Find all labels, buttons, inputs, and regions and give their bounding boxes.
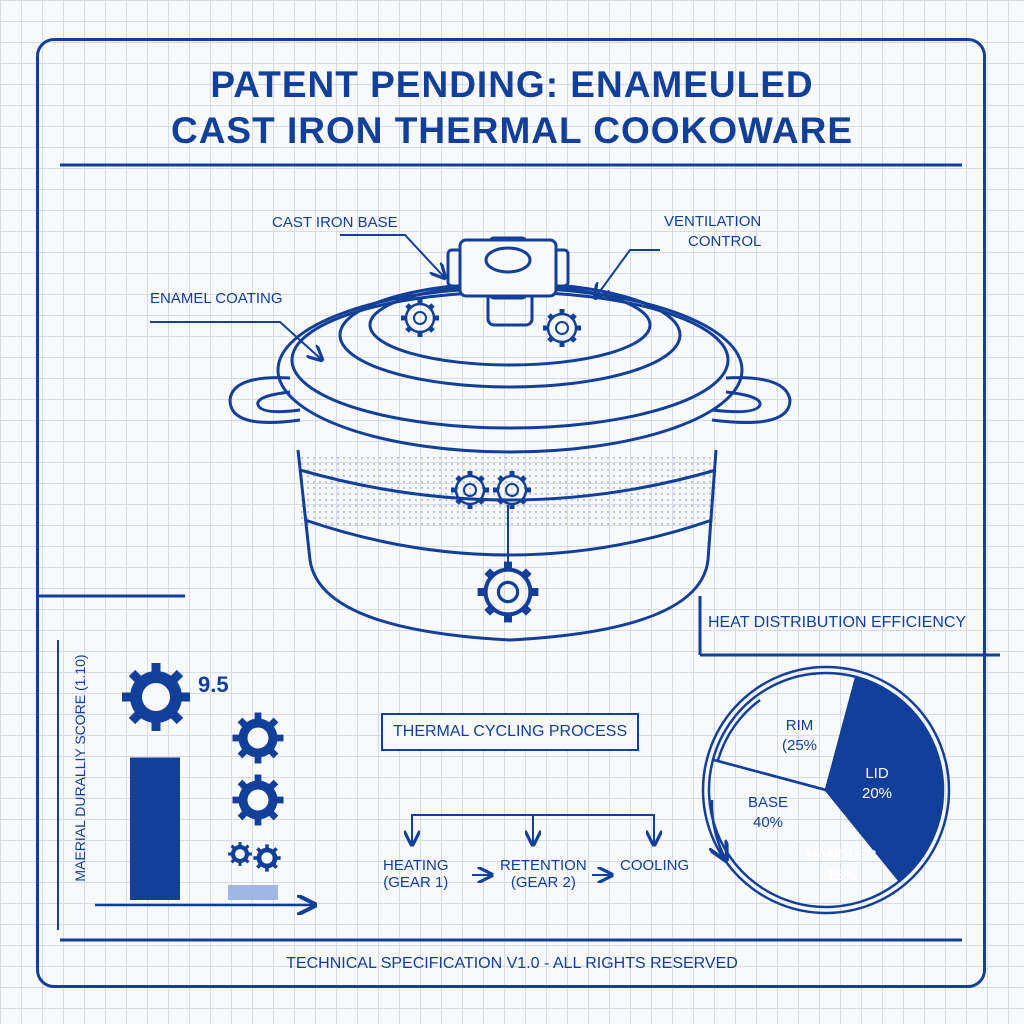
ventilation-label-line2: CONTROL	[688, 233, 762, 250]
pie-label-lid-name: LID	[865, 765, 889, 782]
pie-slice-base	[707, 758, 902, 909]
pie-slice-rim	[711, 671, 858, 792]
pie-label-rim: RIM (25%	[782, 716, 817, 756]
durability-bar-primary	[130, 757, 180, 900]
pie-label-lid-value: 20%	[862, 785, 893, 802]
pie-label-lid: LID 20%	[862, 764, 892, 804]
process-step-retention-line2: (GEAR 2)	[510, 874, 576, 891]
page-title-line2: CAST IRON THERMAL COOKOWARE	[170, 110, 854, 151]
ventilation-label-line1: VENTILATION	[664, 213, 762, 230]
pie-label-base: BASE 40%	[748, 793, 788, 833]
process-step-heating-line2: (GEAR 1)	[383, 874, 449, 891]
pie-slice-handles	[823, 782, 945, 883]
pie-label-handles: HANDLES 15%	[806, 846, 877, 886]
process-step-retention-line1: RETENTION	[500, 857, 587, 874]
durability-bar-secondary	[228, 885, 278, 900]
process-step-cooling: COOLING	[620, 857, 690, 874]
pie-label-rim-name: RIM	[785, 717, 814, 734]
pie-label-base-value: 40%	[753, 814, 784, 831]
cast-iron-base-label: CAST IRON BASE	[272, 214, 398, 231]
process-step-heating-line1: HEATING	[383, 857, 449, 874]
process-step-heating: HEATING (GEAR 1)	[383, 857, 449, 891]
heat-chart-title: HEAT DISTRIBUTION EFFICIENCY	[708, 614, 967, 631]
process-title: THERMAL CYCLING PROCESS	[381, 713, 640, 751]
pie-label-handles-value: 15%	[826, 867, 857, 884]
pie-slice-lid	[824, 675, 945, 792]
blueprint-frame	[36, 38, 986, 988]
footer-text: TECHNICAL SPECIFICATION V1.0 - ALL RIGHT…	[286, 955, 738, 972]
enamel-coating-label: ENAMEL COATING	[150, 290, 283, 307]
durability-axis-label: MAERIAL DURALLIY SCORE (1.10)	[72, 654, 88, 882]
pie-label-rim-value: (25%	[782, 737, 818, 754]
process-step-retention: RETENTION (GEAR 2)	[500, 857, 587, 891]
pie-label-base-name: BASE	[748, 794, 789, 811]
page-title-line1: PATENT PENDING: ENAMEULED	[210, 64, 814, 105]
durability-score-value: 9.5	[198, 672, 229, 697]
pie-label-handles-name: HANDLES	[806, 847, 877, 864]
